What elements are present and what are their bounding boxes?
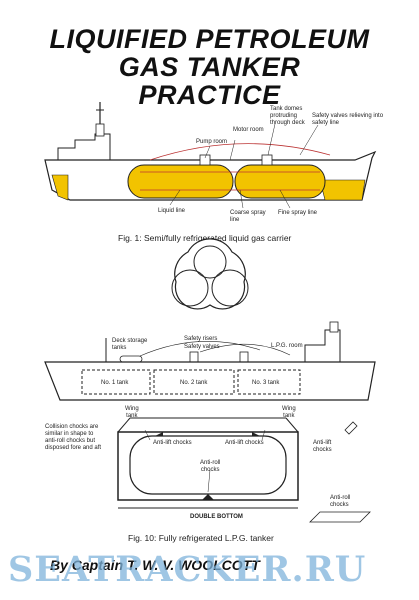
label-pump-room: Pump room — [196, 139, 228, 145]
label-deck-storage: Deck storage tanks — [112, 338, 148, 351]
label-coarse-spray: Coarse spray line — [230, 210, 266, 223]
label-safety-valves-fig10: Safety valves — [184, 344, 220, 350]
label-fine-spray: Fine spray line — [278, 210, 318, 216]
label-tank-2: No. 2 tank — [180, 380, 208, 386]
book-title-line-2: GAS TANKER — [118, 52, 301, 82]
label-anti-roll-center: Anti-roll chocks — [200, 460, 221, 473]
label-wing-tank-right: Wing tank — [282, 406, 296, 419]
label-safety-valves-fig1: Safety valves relieving into safety line — [312, 113, 384, 126]
label-liquid-line: Liquid line — [158, 208, 186, 214]
label-tank-1: No. 1 tank — [101, 380, 129, 386]
label-anti-roll-side: Anti-roll chocks — [330, 495, 351, 508]
label-tank-3: No. 3 tank — [252, 380, 280, 386]
book-title-line-1: LIQUIFIED PETROLEUM — [49, 24, 370, 54]
label-anti-lift-side: Anti-lift chocks — [313, 440, 332, 453]
label-collision-note: Collision chocks are similar in shape to… — [45, 424, 102, 451]
figure-10-caption: Fig. 10: Fully refrigerated L.P.G. tanke… — [128, 533, 274, 543]
book-title-line-3: PRACTICE — [138, 80, 281, 110]
label-tank-domes: Tank domes protruding through deck — [270, 106, 305, 126]
label-double-bottom: DOUBLE BOTTOM — [190, 514, 243, 520]
label-anti-lift-left: Anti-lift chocks — [153, 440, 192, 446]
label-lpg-room: L.P.G. room — [271, 343, 303, 349]
label-motor-room: Motor room — [233, 127, 264, 133]
watermark: SEATRACKER.RU — [8, 549, 367, 590]
label-wing-tank-left: Wing tank — [125, 406, 139, 419]
label-anti-lift-right: Anti-lift chocks — [225, 440, 264, 446]
author-line: By Captain T. W. V. WOOLCOTT — [50, 557, 260, 573]
figure-1-caption: Fig. 1: Semi/fully refrigerated liquid g… — [118, 233, 292, 243]
label-safety-risers: Safety risers — [184, 336, 218, 342]
